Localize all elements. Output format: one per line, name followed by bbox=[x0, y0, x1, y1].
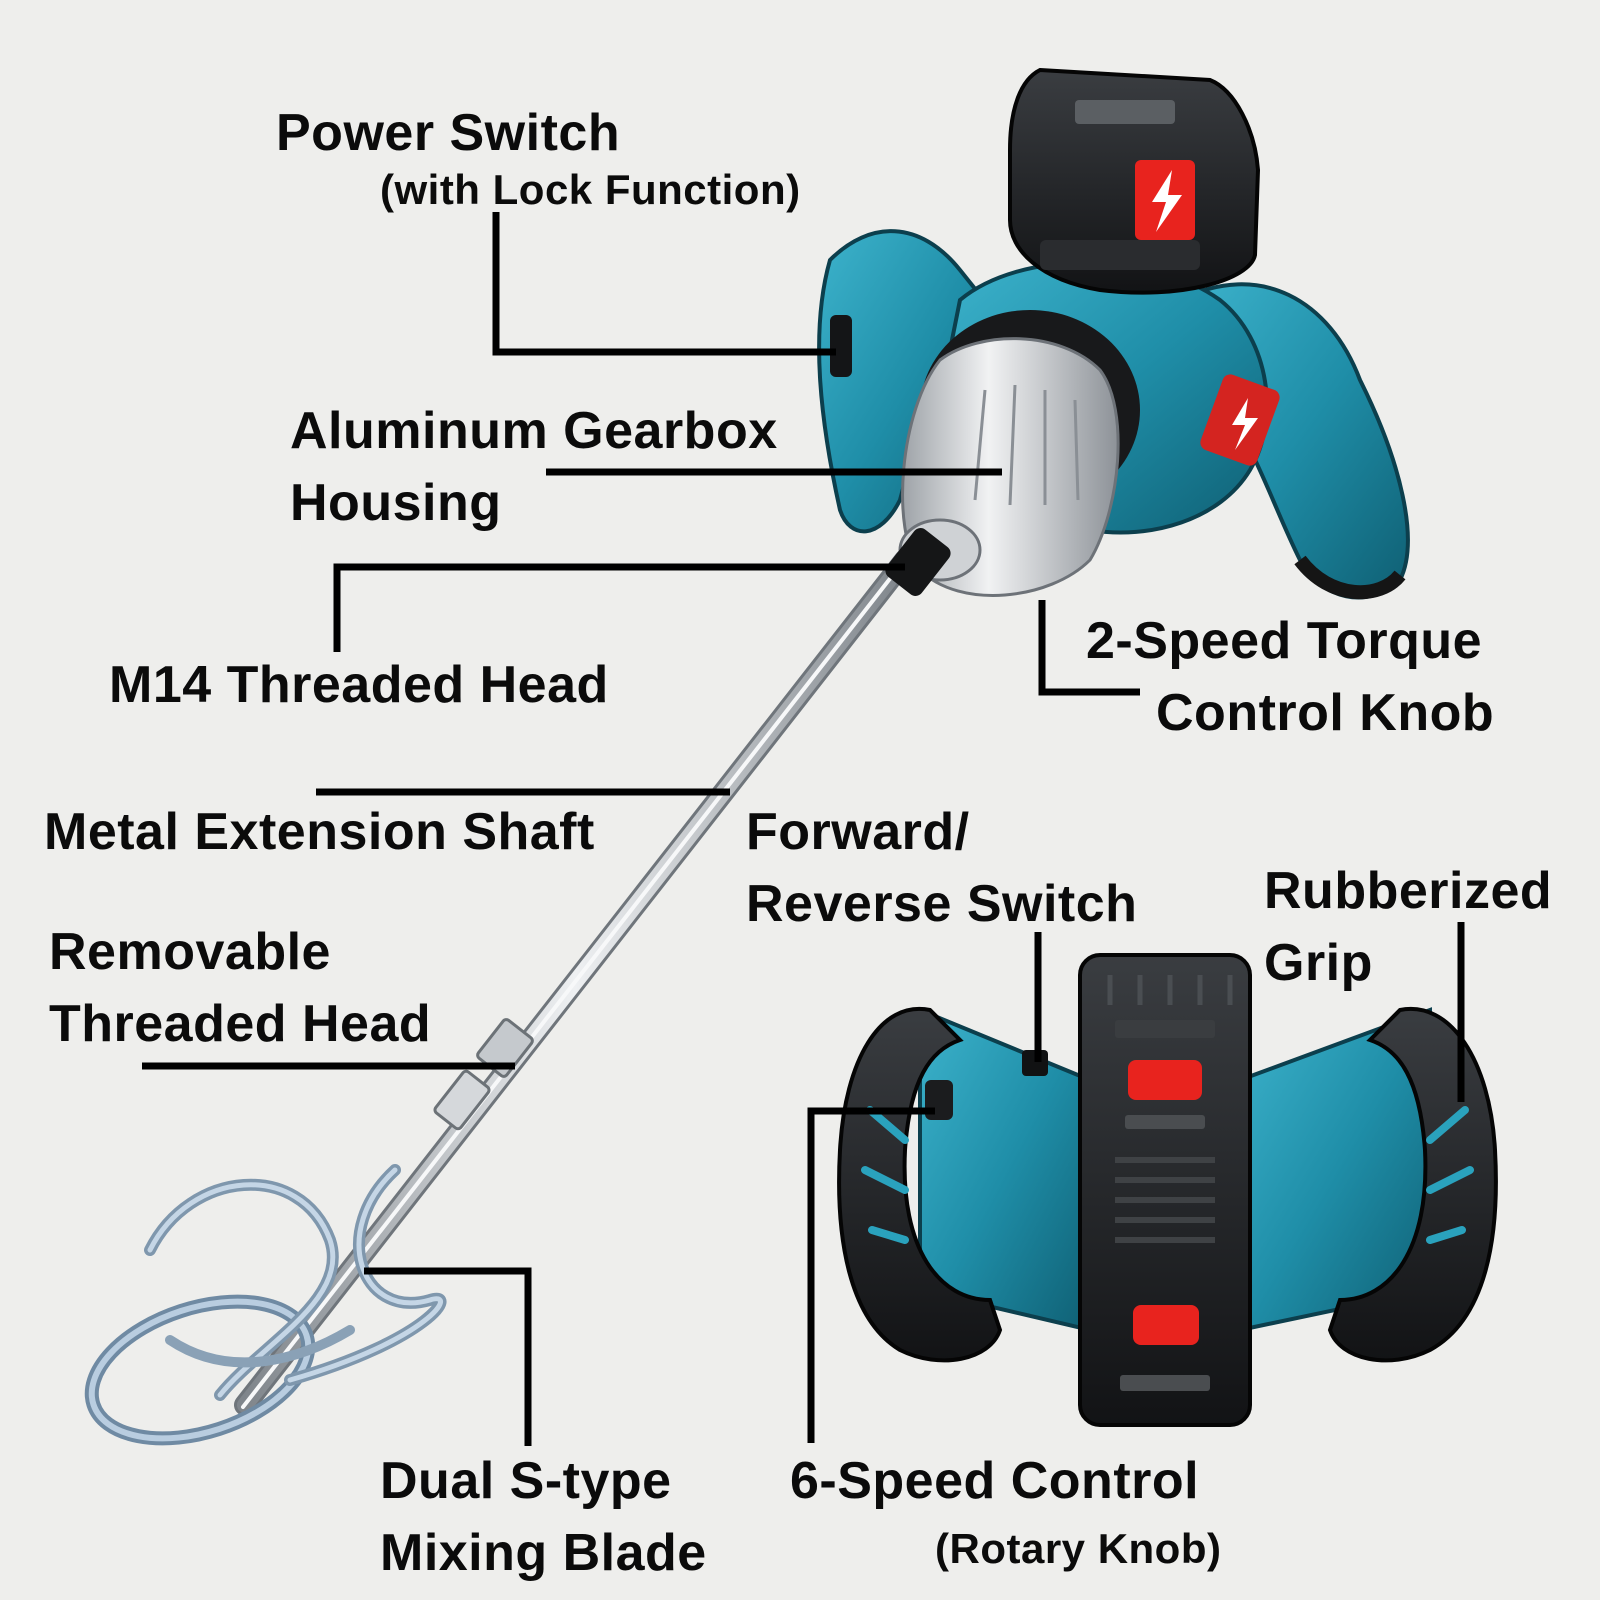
vent-grille-icon bbox=[1115, 1157, 1215, 1243]
battery-pack-side bbox=[1008, 67, 1261, 295]
label-gearbox-line2: Housing bbox=[290, 474, 502, 532]
label-removable-head-line1: Removable bbox=[49, 923, 331, 981]
label-speed-control: 6-Speed Control bbox=[790, 1452, 1200, 1510]
callout-line-torque-knob bbox=[1038, 600, 1140, 696]
label-m14-head: M14 Threaded Head bbox=[109, 656, 609, 714]
mixing-paddle bbox=[84, 1164, 447, 1446]
power-switch-button bbox=[830, 315, 852, 377]
mixer-tool-front-view bbox=[837, 953, 1498, 1427]
label-rubber-grip-line1: Rubberized bbox=[1264, 862, 1553, 920]
label-fr-switch-line2: Reverse Switch bbox=[746, 875, 1138, 933]
right-rubber-grip bbox=[1327, 1006, 1498, 1363]
callout-line-mixing-blade bbox=[364, 1267, 532, 1446]
battery-release-button-bottom bbox=[1133, 1305, 1199, 1345]
lightning-bolt-icon bbox=[1232, 398, 1258, 450]
callout-lines bbox=[142, 212, 1465, 1446]
mixer-tool-side-view bbox=[84, 67, 1410, 1446]
label-mixing-blade-line2: Mixing Blade bbox=[380, 1524, 707, 1582]
label-extension-shaft: Metal Extension Shaft bbox=[44, 803, 595, 861]
label-torque-knob-line1: 2-Speed Torque bbox=[1086, 612, 1483, 670]
label-power-switch-note: (with Lock Function) bbox=[380, 166, 801, 213]
extension-shaft bbox=[234, 549, 916, 1416]
callout-line-speed-control bbox=[807, 1107, 935, 1443]
label-speed-control-note: (Rotary Knob) bbox=[935, 1525, 1222, 1572]
label-fr-switch-line1: Forward/ bbox=[746, 803, 970, 861]
label-mixing-blade-line1: Dual S-type bbox=[380, 1452, 672, 1510]
callout-line-power-switch bbox=[492, 212, 836, 356]
label-gearbox-line1: Aluminum Gearbox bbox=[290, 402, 778, 460]
chuck-collar bbox=[885, 528, 951, 596]
label-power-switch: Power Switch bbox=[276, 104, 621, 162]
callout-line-m14-head bbox=[333, 563, 905, 652]
battery-release-button-top bbox=[1128, 1060, 1202, 1100]
label-removable-head-line2: Threaded Head bbox=[49, 995, 432, 1053]
label-rubber-grip-line2: Grip bbox=[1264, 934, 1373, 992]
label-torque-knob-line2: Control Knob bbox=[1156, 684, 1495, 742]
lightning-bolt-icon bbox=[1152, 170, 1182, 232]
